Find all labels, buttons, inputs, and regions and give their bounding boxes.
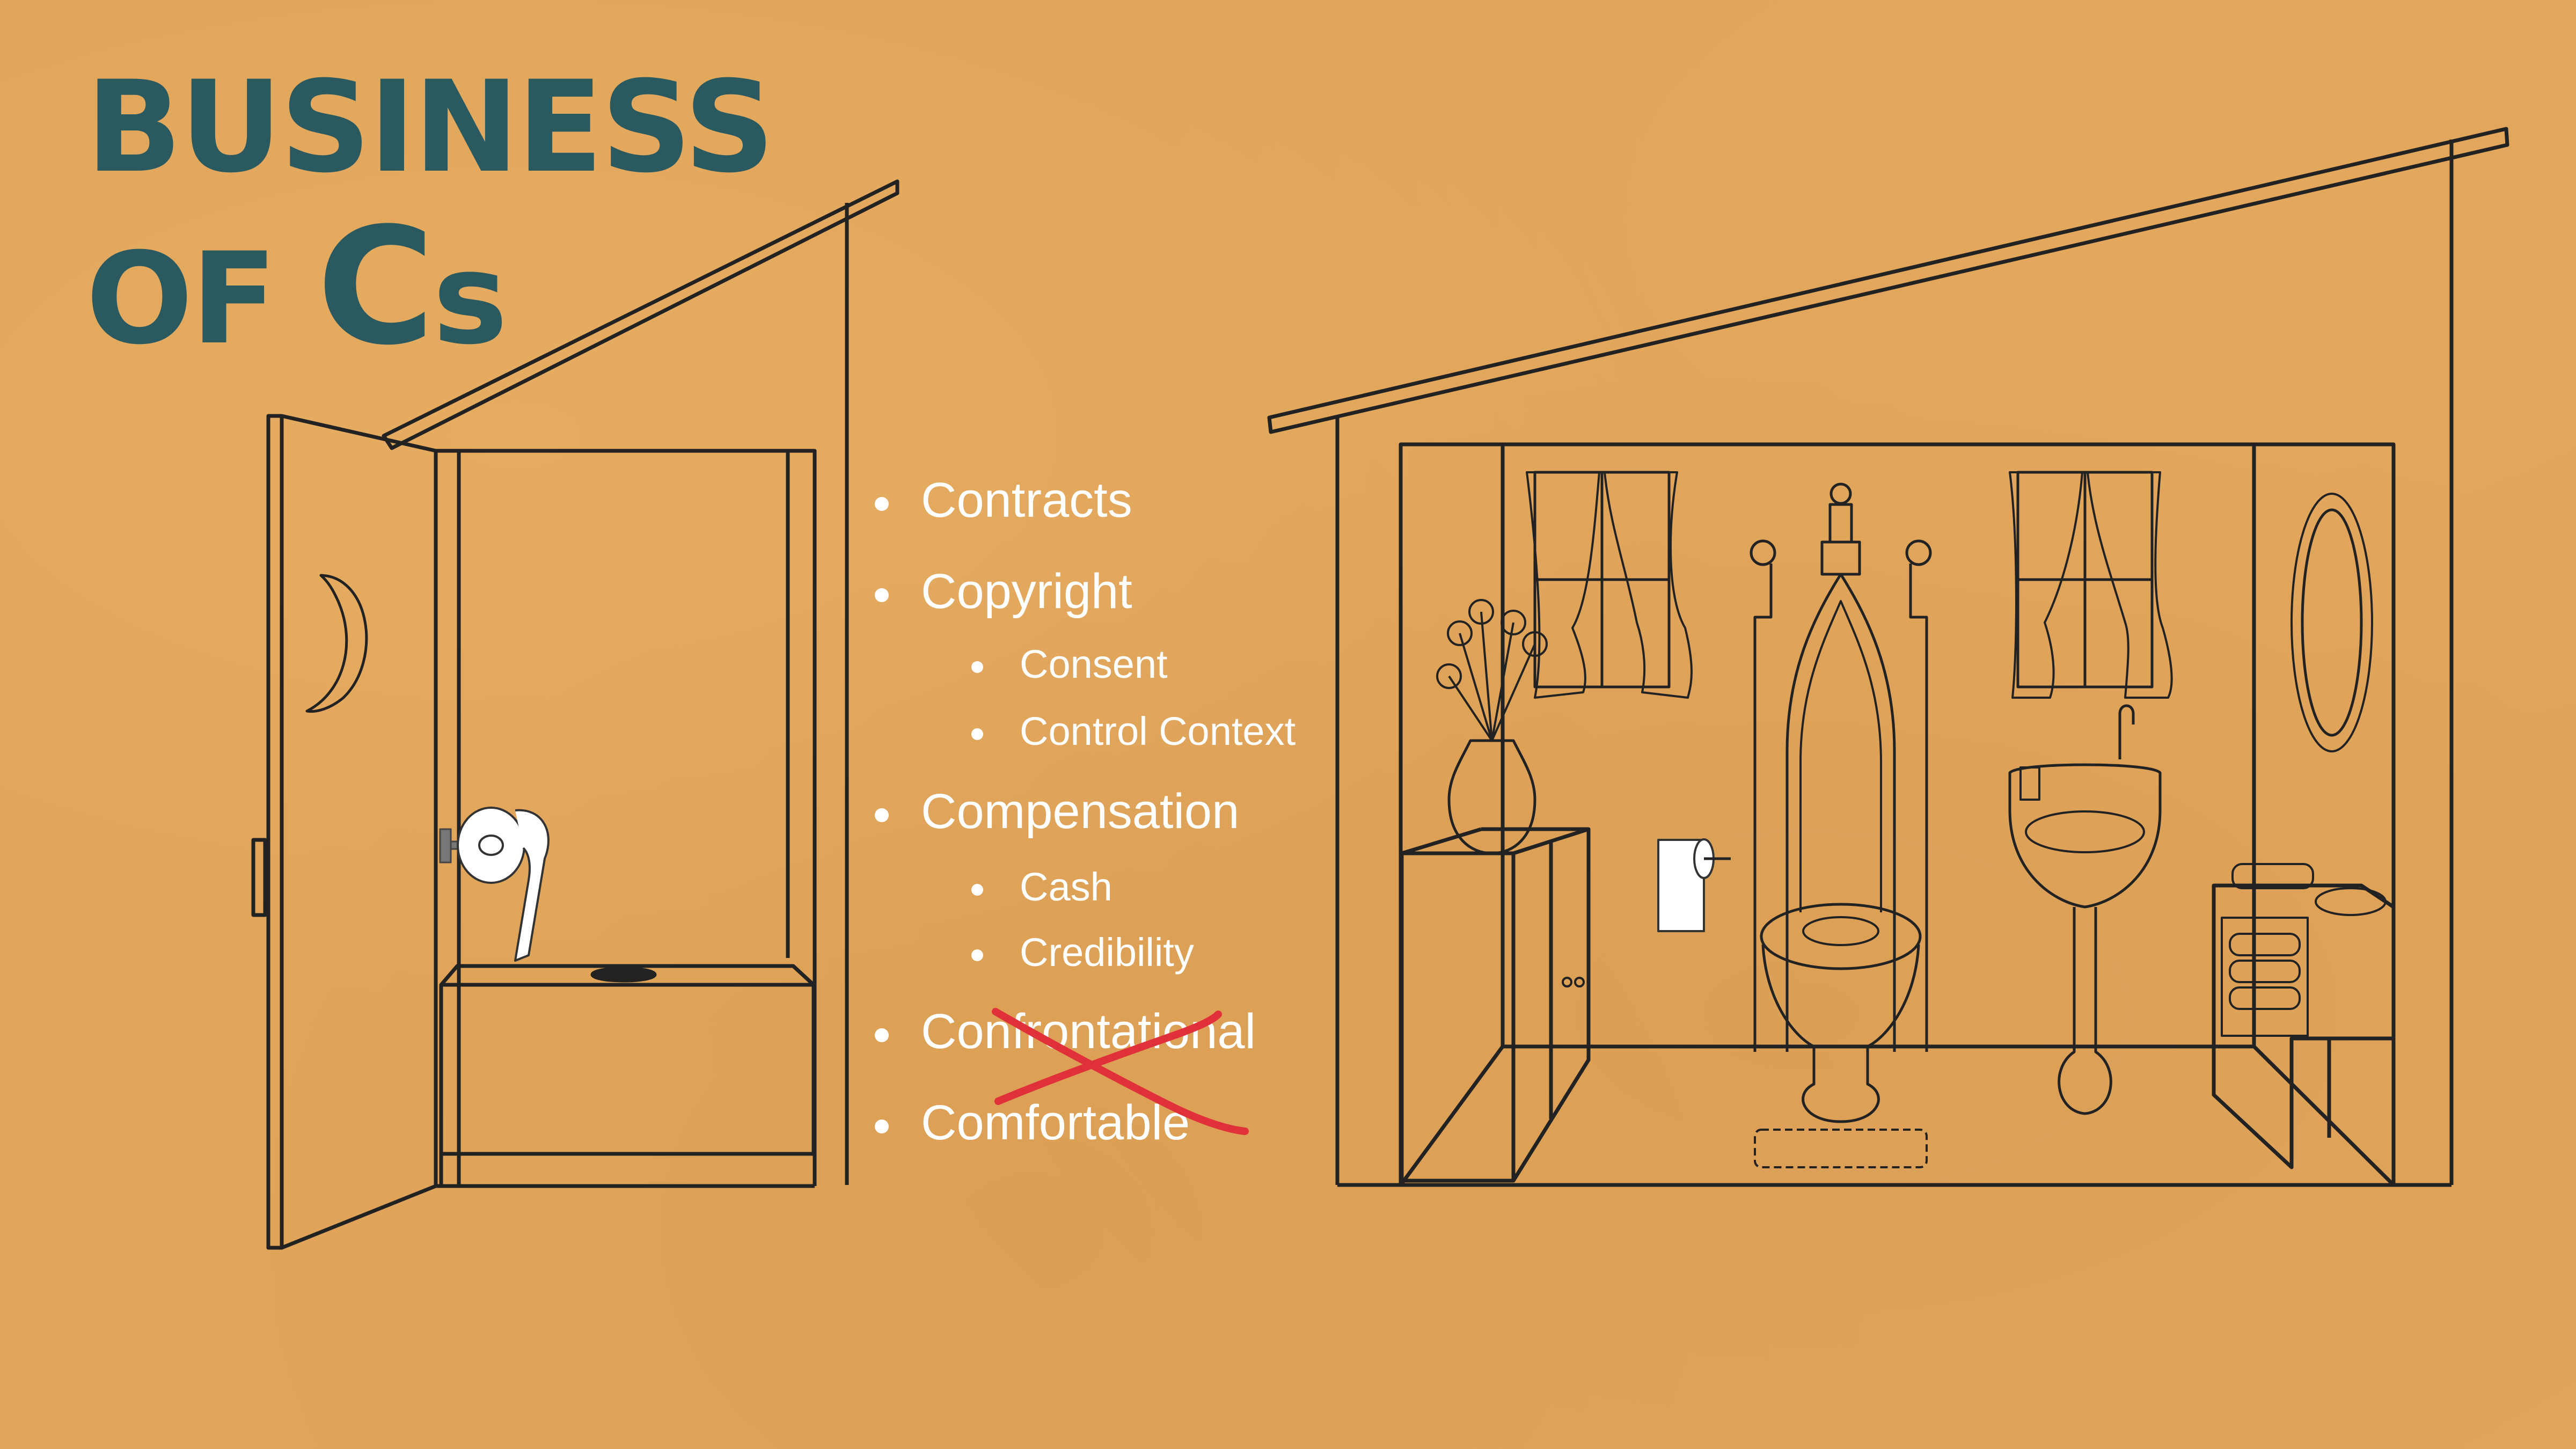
- bullet-comfortable: Comfortable: [875, 1095, 1190, 1151]
- bullet-dot-icon: [875, 1028, 889, 1042]
- bullet-dot-icon: [971, 949, 983, 962]
- bullet-text: Cash: [1020, 865, 1113, 909]
- bullet-dot-icon: [971, 728, 983, 741]
- bullet-text: Compensation: [921, 784, 1240, 839]
- bullet-copyright: Copyright: [875, 564, 1132, 620]
- bullet-credibility: Credibility: [971, 930, 1194, 975]
- bullet-dot-icon: [971, 884, 983, 896]
- bullet-contracts: Contracts: [875, 472, 1132, 529]
- fancy-bathroom-illustration: [1267, 127, 2509, 1187]
- title-line-2: OF Cs: [86, 207, 773, 368]
- bullet-text: Copyright: [921, 564, 1132, 619]
- title-s: s: [433, 226, 508, 372]
- bullet-text: Contracts: [921, 473, 1132, 528]
- bullet-cash: Cash: [971, 864, 1113, 910]
- bullet-text: Credibility: [1020, 930, 1194, 975]
- title-line-1: BUSINESS: [86, 54, 775, 201]
- title-of: OF: [86, 226, 317, 372]
- bullet-text: Confrontational: [921, 1004, 1256, 1059]
- bullet-text: Consent: [1020, 642, 1168, 686]
- bullet-confrontational-struck: Confrontational: [875, 1004, 1256, 1060]
- bullet-consent: Consent: [971, 641, 1168, 687]
- bullet-compensation: Compensation: [875, 784, 1239, 840]
- slide-title: BUSINESS OF Cs: [86, 54, 775, 368]
- bullet-dot-icon: [875, 1119, 889, 1133]
- bullet-dot-icon: [875, 496, 889, 511]
- bullet-text: Control Context: [1020, 709, 1296, 753]
- outhouse-illustration: [251, 179, 899, 1250]
- bullet-dot-icon: [875, 588, 889, 602]
- bullet-control-context: Control Context: [971, 708, 1296, 754]
- title-big-c: C: [317, 193, 435, 380]
- bullet-dot-icon: [875, 808, 889, 822]
- bullet-dot-icon: [971, 661, 983, 674]
- bullet-text: Comfortable: [921, 1095, 1190, 1150]
